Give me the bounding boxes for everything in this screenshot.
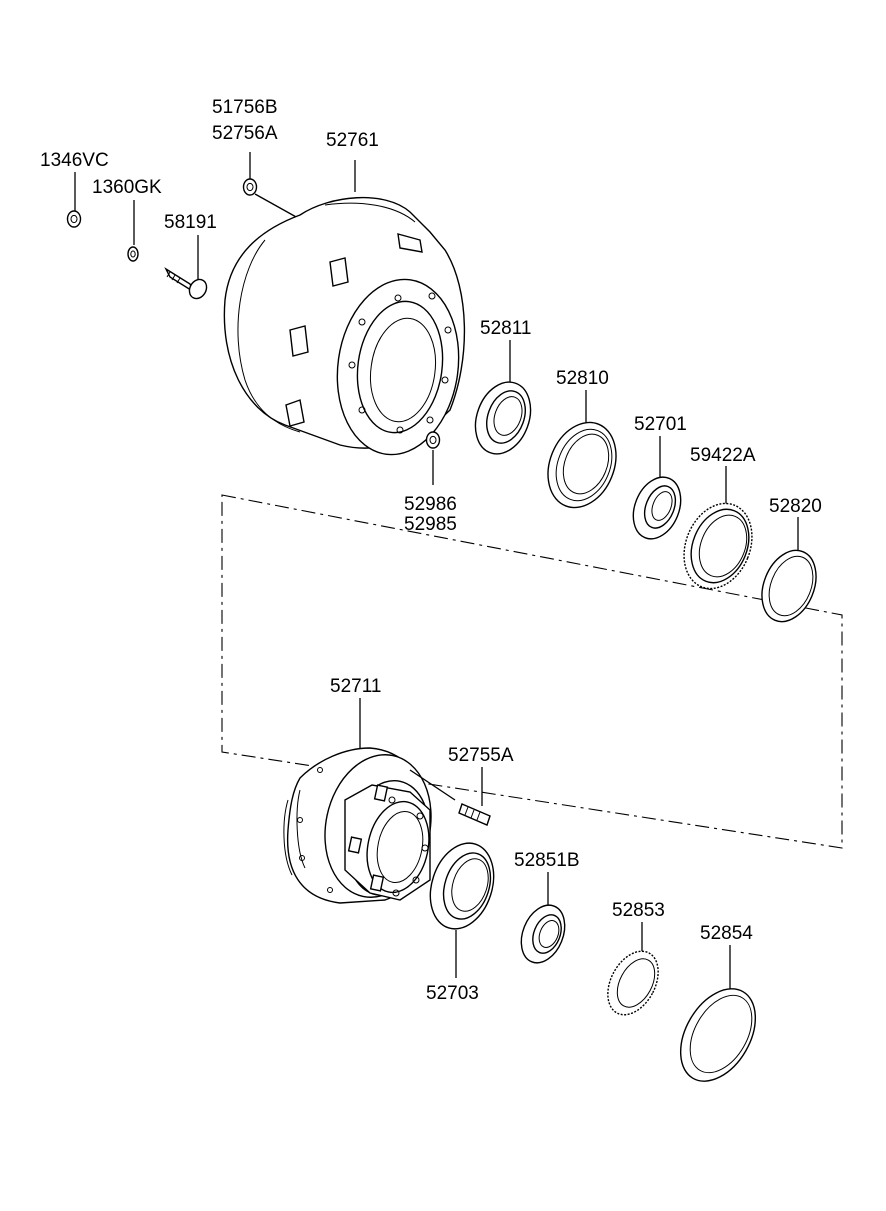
label-52853: 52853 xyxy=(612,900,665,921)
seal-52811 xyxy=(474,340,532,455)
bearing-52701 xyxy=(632,436,682,540)
assembly-boundary-line xyxy=(221,494,843,849)
label-52851b: 52851B xyxy=(514,850,580,871)
label-52820: 52820 xyxy=(769,496,822,517)
label-52756a: 52756A xyxy=(212,123,278,144)
label-59422a: 59422A xyxy=(690,445,756,466)
bearing-52851b xyxy=(520,872,566,964)
label-52755a: 52755A xyxy=(448,745,514,766)
bearing-cage-52853 xyxy=(607,922,659,1016)
label-1346vc: 1346VC xyxy=(40,150,109,171)
label-58191: 58191 xyxy=(164,212,217,233)
bearing-race-52810 xyxy=(547,390,617,509)
nut-51756b-52756a xyxy=(242,152,299,219)
nut-1346vc xyxy=(66,172,82,228)
label-51756b: 51756B xyxy=(212,97,278,118)
ring-52820 xyxy=(761,517,817,623)
label-1360gk: 1360GK xyxy=(92,177,162,198)
seal-52703 xyxy=(429,842,495,978)
label-52703: 52703 xyxy=(426,983,479,1004)
tone-ring-59422a xyxy=(683,466,753,590)
ring-52854 xyxy=(679,945,757,1082)
wheel-stud-52755a xyxy=(409,767,491,826)
label-52985: 52985 xyxy=(404,514,457,535)
nut-52986-52985 xyxy=(425,431,441,485)
label-52761: 52761 xyxy=(326,130,379,151)
label-52711: 52711 xyxy=(330,676,381,697)
label-52854: 52854 xyxy=(700,923,753,944)
label-52811: 52811 xyxy=(480,318,531,339)
label-52986: 52986 xyxy=(404,494,457,515)
label-52701: 52701 xyxy=(634,414,687,435)
wheel-hub-52711 xyxy=(283,698,432,904)
bolt-58191 xyxy=(164,235,208,300)
brake-drum-52761 xyxy=(223,160,466,456)
washer-1360gk xyxy=(127,200,139,262)
label-52810: 52810 xyxy=(556,368,609,389)
